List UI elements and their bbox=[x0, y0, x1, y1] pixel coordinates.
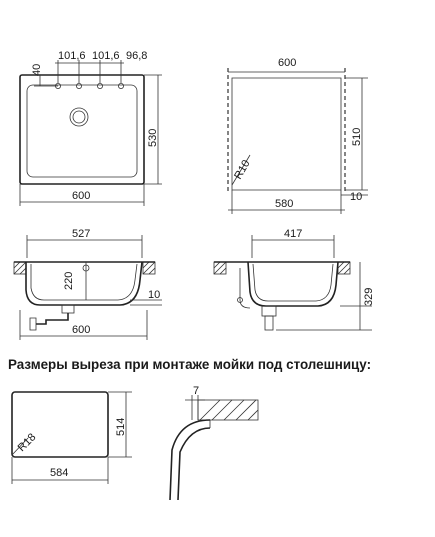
dim-hole-spacing-2: 101,6 bbox=[92, 50, 120, 62]
top-view: 101,6 101,6 96,8 40 530 600 bbox=[19, 50, 162, 206]
dim-cutout-radius: R18 bbox=[16, 431, 39, 454]
dim-cabinet-outer-width: 600 bbox=[278, 57, 296, 69]
dim-front-bowl-width: 527 bbox=[72, 228, 90, 240]
countertop-edge bbox=[197, 399, 259, 421]
tap-hole-2 bbox=[76, 83, 83, 90]
drain-inner bbox=[72, 110, 86, 124]
tap-hole-4 bbox=[118, 83, 125, 90]
cabinet-view: 600 510 10 R10 580 bbox=[227, 57, 368, 214]
dim-top-width: 600 bbox=[72, 190, 90, 202]
dim-edge-offset: 40 bbox=[31, 64, 43, 76]
dim-cabinet-radius: R10 bbox=[232, 158, 252, 181]
side-section: 417 329 bbox=[213, 228, 375, 331]
drain-outer bbox=[69, 107, 89, 127]
dim-side-total-depth: 329 bbox=[363, 288, 375, 306]
dim-front-overall-width: 600 bbox=[72, 324, 90, 336]
edge-detail: 7 bbox=[169, 385, 259, 501]
tap-hole-3 bbox=[97, 83, 104, 90]
dim-side-bowl-width: 417 bbox=[284, 228, 302, 240]
dim-cabinet-inner-width: 580 bbox=[275, 198, 293, 210]
front-section: 527 220 10 600 bbox=[13, 228, 162, 340]
dim-cutout-width: 584 bbox=[50, 467, 68, 479]
dim-front-bowl-depth: 220 bbox=[63, 272, 75, 290]
cutout-outline bbox=[11, 391, 109, 458]
dim-hole-spacing-1: 101,6 bbox=[58, 50, 86, 62]
dim-cabinet-depth: 510 bbox=[351, 128, 363, 146]
cutout-template: 514 R18 584 bbox=[11, 391, 132, 484]
dim-cabinet-offset: 10 bbox=[350, 191, 362, 203]
dim-hole-spacing-3: 96,8 bbox=[126, 50, 147, 62]
dim-cutout-height: 514 bbox=[115, 418, 127, 436]
dim-front-rim-offset: 10 bbox=[148, 289, 160, 301]
dim-edge-detail: 7 bbox=[193, 385, 199, 397]
cutout-heading: Размеры выреза при монтаже мойки под сто… bbox=[8, 357, 372, 372]
dim-top-height: 530 bbox=[147, 129, 159, 147]
sink-outline-top bbox=[19, 74, 145, 185]
bowl-outline-top bbox=[26, 84, 138, 178]
